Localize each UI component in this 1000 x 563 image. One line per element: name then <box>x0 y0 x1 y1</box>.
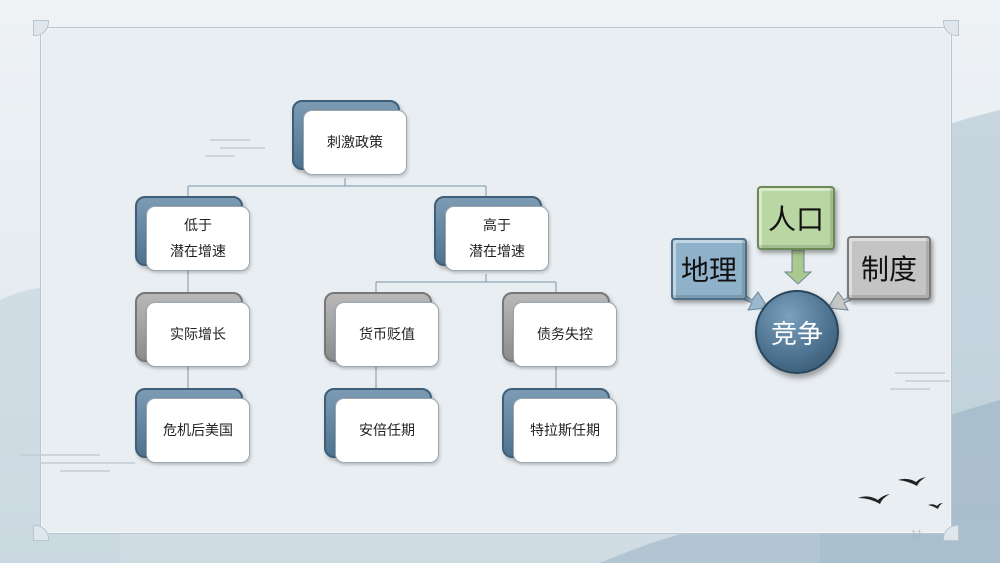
node-right-grandchild: 特拉斯任期 <box>502 388 617 463</box>
node-front: 债务失控 <box>513 302 617 367</box>
node-label-line1: 高于 <box>483 217 511 234</box>
factor-left-box: 地理 <box>671 238 747 300</box>
node-left-child: 实际增长 <box>135 292 250 367</box>
card-corner <box>33 20 49 36</box>
factor-right-label: 制度 <box>860 253 917 286</box>
factor-top-box: 人口 <box>757 186 835 250</box>
node-mid-child: 货币贬值 <box>324 292 439 367</box>
node-front: 刺激政策 <box>303 110 407 175</box>
card-corner <box>943 20 959 36</box>
node-front: 特拉斯任期 <box>513 398 617 463</box>
node-label-line2: 潜在增速 <box>170 243 226 260</box>
node-label: 债务失控 <box>537 326 593 343</box>
card-corner <box>943 525 959 541</box>
node-label-line1: 低于 <box>184 217 212 234</box>
node-label: 实际增长 <box>170 326 226 343</box>
factor-left-label: 地理 <box>680 254 737 287</box>
node-label: 刺激政策 <box>327 134 383 151</box>
node-root: 刺激政策 <box>292 100 407 175</box>
node-mid-grandchild: 安倍任期 <box>324 388 439 463</box>
card-corner <box>33 525 49 541</box>
node-label: 危机后美国 <box>163 422 233 439</box>
node-right-child: 债务失控 <box>502 292 617 367</box>
node-left-grandchild: 危机后美国 <box>135 388 250 463</box>
node-front: 高于 潜在增速 <box>445 206 549 271</box>
node-front: 安倍任期 <box>335 398 439 463</box>
node-label: 安倍任期 <box>359 422 415 439</box>
node-label: 货币贬值 <box>359 326 415 343</box>
node-left: 低于 潜在增速 <box>135 196 250 271</box>
node-front: 货币贬值 <box>335 302 439 367</box>
factor-center-circle: 竞争 <box>755 290 839 374</box>
node-front: 危机后美国 <box>146 398 250 463</box>
factor-center-label: 竞争 <box>770 319 823 350</box>
node-front: 低于 潜在增速 <box>146 206 250 271</box>
factor-right-box: 制度 <box>847 236 931 300</box>
node-front: 实际增长 <box>146 302 250 367</box>
node-right: 高于 潜在增速 <box>434 196 549 271</box>
factor-top-label: 人口 <box>767 203 824 236</box>
node-label-line2: 潜在增速 <box>469 243 525 260</box>
node-label: 特拉斯任期 <box>530 422 600 439</box>
page-number: 11 <box>911 530 923 540</box>
